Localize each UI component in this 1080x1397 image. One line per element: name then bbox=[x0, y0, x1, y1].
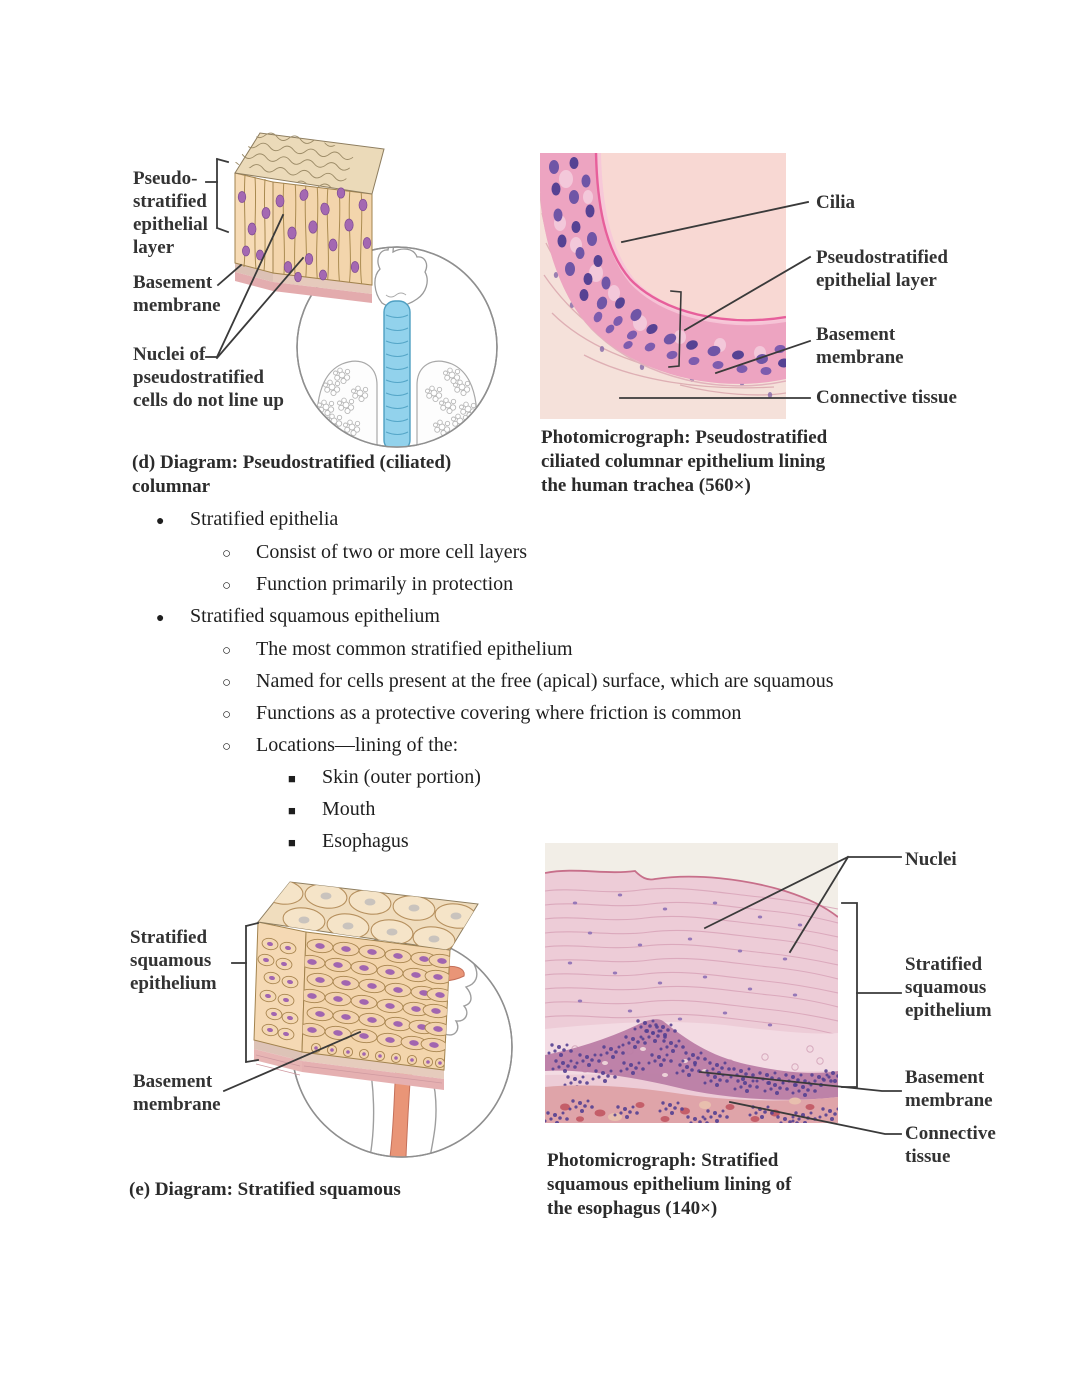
label-pseudostratified-epithelial-layer: Pseudostratified epithelial layer bbox=[816, 247, 948, 291]
cube-nuclei bbox=[237, 187, 372, 283]
list-item-text: Locations—lining of the: bbox=[256, 734, 459, 756]
bullet-square-icon: ■ bbox=[288, 771, 296, 786]
figure-d-leader-lines bbox=[205, 157, 305, 360]
bullet-disc-icon: ● bbox=[156, 514, 165, 529]
list-item-text: Stratified squamous epithelium bbox=[190, 605, 440, 627]
bullet-disc-icon: ● bbox=[156, 611, 165, 626]
list-item-text: Esophagus bbox=[322, 830, 409, 852]
figure-d-diagram: Pseudo- stratified epithelial layer Base… bbox=[120, 125, 535, 505]
figure-e-leader-lines bbox=[222, 921, 362, 1093]
list-item: ■ Mouth bbox=[140, 794, 970, 826]
figure-d-caption: (d) Diagram: Pseudostratified (ciliated)… bbox=[132, 452, 452, 497]
list-item: ○ Named for cells present at the free (ap… bbox=[140, 666, 970, 698]
bullet-square-icon: ■ bbox=[288, 803, 296, 818]
list-item-text: The most common stratified epithelium bbox=[256, 638, 573, 660]
label-cilia: Cilia bbox=[816, 192, 856, 213]
figure-d-micrograph: Cilia Pseudostratified epithelial layer … bbox=[540, 150, 1080, 500]
label-basement-membrane: Basement membrane bbox=[133, 272, 221, 316]
label-basement-membrane: Basement membrane bbox=[905, 1067, 993, 1111]
micrograph-nuclei bbox=[549, 157, 786, 376]
label-connective-tissue: Connective tissue bbox=[816, 387, 957, 408]
label-pseudostratified-epithelial-layer: Pseudo- stratified epithelial layer bbox=[133, 168, 208, 258]
label-stratified-squamous-epithelium: Stratified squamous epithelium bbox=[905, 954, 992, 1021]
label-nuclei-note: Nuclei of pseudostratified cells do not … bbox=[133, 344, 284, 411]
list-item-text: Named for cells present at the free (api… bbox=[256, 670, 834, 692]
tissue-cube-illustration bbox=[231, 129, 385, 303]
tissue-cube-illustration bbox=[253, 881, 479, 1090]
bullet-circle-icon: ○ bbox=[222, 546, 232, 562]
label-basement-membrane: Basement membrane bbox=[816, 324, 904, 368]
micrograph-image bbox=[545, 843, 838, 1123]
micrograph-image bbox=[540, 153, 786, 419]
notes-list: ● Stratified epithelia ○ Consist of two or… bbox=[140, 504, 970, 858]
pseudostratified-diagram-illustration bbox=[205, 129, 498, 448]
list-item-text: Skin (outer portion) bbox=[322, 766, 481, 788]
figure-d-micro-caption: Photomicrograph: Pseudostratified ciliat… bbox=[541, 427, 828, 496]
figure-e-micrograph: Nuclei Stratified squamous epithelium Ba… bbox=[545, 835, 1080, 1235]
list-item: ○ The most common stratified epithelium bbox=[140, 634, 970, 666]
trachea-micrograph-illustration bbox=[540, 153, 812, 419]
figure-e-micro-caption: Photomicrograph: Stratified squamous epi… bbox=[547, 1150, 792, 1219]
list-item: ○ Functions as a protective covering wher… bbox=[140, 698, 970, 730]
bullet-square-icon: ■ bbox=[288, 835, 296, 850]
list-item: ● Stratified squamous epithelium bbox=[140, 601, 970, 634]
stratified-squamous-diagram-illustration bbox=[222, 881, 513, 1158]
list-item: ■ Skin (outer portion) bbox=[140, 762, 970, 794]
list-item: ○ Locations—lining of the: bbox=[140, 730, 970, 762]
bullet-circle-icon: ○ bbox=[222, 675, 232, 691]
top-squamous-cells bbox=[260, 882, 478, 950]
list-item: ○ Consist of two or more cell layers bbox=[140, 537, 970, 569]
list-item-text: Functions as a protective covering where… bbox=[256, 702, 742, 724]
bullet-circle-icon: ○ bbox=[222, 739, 232, 755]
label-basement-membrane: Basement membrane bbox=[133, 1071, 221, 1115]
list-item: ■ Esophagus bbox=[140, 826, 970, 858]
bullet-circle-icon: ○ bbox=[222, 643, 232, 659]
list-item: ○ Function primarily in protection bbox=[140, 569, 970, 601]
list-item-text: Consist of two or more cell layers bbox=[256, 541, 528, 563]
label-connective-tissue: Connective tissue bbox=[905, 1123, 996, 1167]
figure-e-diagram: Stratified squamous epithelium Basement … bbox=[120, 860, 545, 1225]
bullet-circle-icon: ○ bbox=[222, 707, 232, 723]
figure-e-caption: (e) Diagram: Stratified squamous bbox=[129, 1179, 401, 1200]
label-nuclei: Nuclei bbox=[905, 849, 957, 870]
figure-e-micro-leader-lines bbox=[699, 855, 902, 1135]
bullet-circle-icon: ○ bbox=[222, 578, 232, 594]
list-item-text: Function primarily in protection bbox=[256, 573, 514, 595]
list-item-text: Mouth bbox=[322, 798, 376, 820]
list-item: ● Stratified epithelia bbox=[140, 504, 970, 537]
esophagus-micrograph-illustration bbox=[545, 843, 902, 1135]
label-stratified-squamous-epithelium: Stratified squamous epithelium bbox=[130, 927, 217, 994]
figure-d-micro-leader-lines bbox=[619, 200, 812, 399]
list-item-text: Stratified epithelia bbox=[190, 508, 339, 530]
